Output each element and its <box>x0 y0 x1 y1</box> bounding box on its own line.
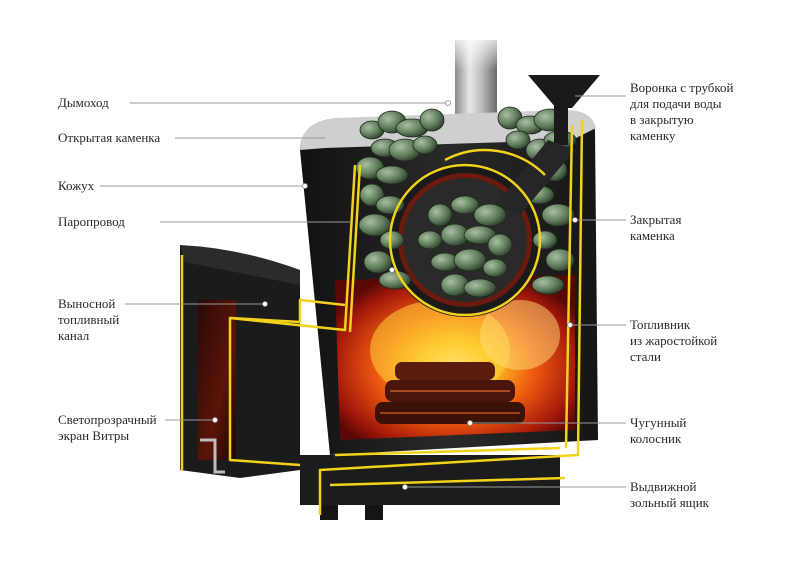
heater-stone <box>375 165 409 185</box>
label-water-funnel: Воронка с трубкой для подачи воды в закр… <box>630 80 734 143</box>
label-remote-fuel-channel: Выносной топливный канал <box>58 296 120 343</box>
heater-stone <box>427 203 453 227</box>
heater-stone <box>487 233 513 257</box>
heater-stone <box>463 278 497 298</box>
heater-stone <box>417 230 443 250</box>
cutaway-outline <box>180 119 584 515</box>
label-firebox: Топливник из жаростойкой стали <box>630 317 718 364</box>
label-ash-drawer: Выдвижной зольный ящик <box>630 479 709 510</box>
heater-stone <box>378 270 412 290</box>
label-open-heater: Открытая каменка <box>58 130 161 145</box>
heater-stone <box>453 248 487 272</box>
heater-stone <box>379 230 405 250</box>
heater-stone <box>532 230 558 250</box>
firebox-fire <box>335 275 575 440</box>
firewood-logs <box>375 362 525 424</box>
heater-stone <box>482 258 508 278</box>
heater-stone <box>545 248 575 272</box>
label-grate: Чугунный колосник <box>630 415 687 446</box>
label-casing: Кожух <box>58 178 95 193</box>
label-chimney: Дымоход <box>58 95 109 110</box>
heater-stone <box>450 195 480 215</box>
heater-stone <box>473 203 507 227</box>
heater-stone <box>531 275 565 295</box>
heater-stone <box>363 250 393 274</box>
leader-lines <box>100 95 626 488</box>
leader-dots <box>212 100 578 490</box>
water-funnel <box>495 75 600 215</box>
heater-stone <box>505 130 531 150</box>
heater-stone <box>419 108 445 132</box>
label-glass-screen: Светопрозрачный экран Витры <box>58 412 157 443</box>
label-steam-pipe: Паропровод <box>58 214 125 229</box>
heater-stone <box>541 203 575 227</box>
label-closed-heater: Закрытая каменка <box>630 212 682 243</box>
heater-stone <box>412 135 438 155</box>
